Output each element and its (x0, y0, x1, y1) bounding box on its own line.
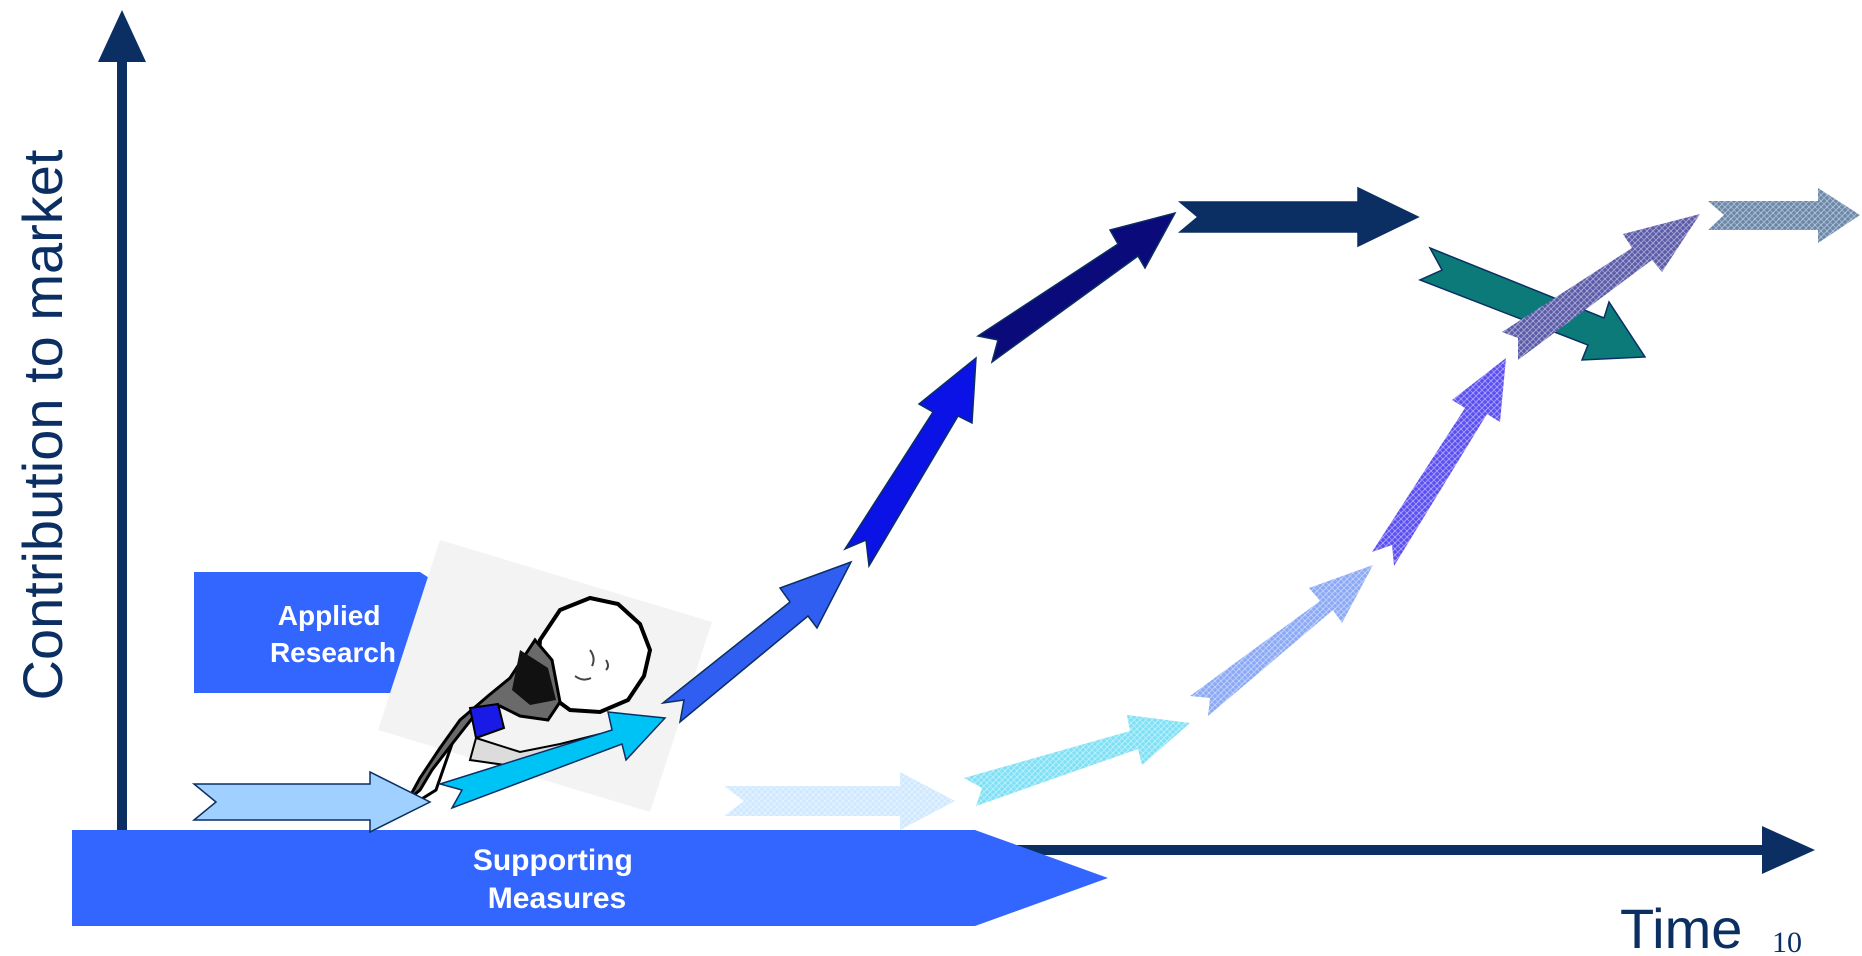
y-axis-arrowhead (98, 10, 146, 62)
supporting-measures-label: Supporting Measures (72, 830, 1108, 926)
x-axis-arrowhead (1762, 826, 1815, 874)
arrow-faded-slate (1708, 188, 1860, 243)
applied-research-line-1: Applied (278, 600, 381, 631)
arrow-faded-periwinkle (1190, 565, 1373, 716)
arrow-faded-cyan (964, 715, 1190, 806)
page-number: 10 (1772, 926, 1802, 956)
arrow-dark-navy (1180, 188, 1418, 246)
arrow-early-light (194, 772, 430, 832)
x-axis-label: Time (1620, 897, 1742, 956)
arrow-blue-strong (845, 358, 976, 566)
arrow-navy (978, 213, 1175, 362)
supporting-measures-line-1: Supporting (473, 844, 633, 877)
y-axis (98, 10, 146, 840)
supporting-measures-line-2: Measures (488, 882, 626, 915)
y-axis-line (117, 60, 127, 840)
arrow-faded-violet (1372, 358, 1506, 566)
arrow-faded-light (724, 772, 955, 830)
applied-research-line-2: Research (270, 637, 396, 668)
y-axis-label: Contribution to market (11, 149, 74, 700)
